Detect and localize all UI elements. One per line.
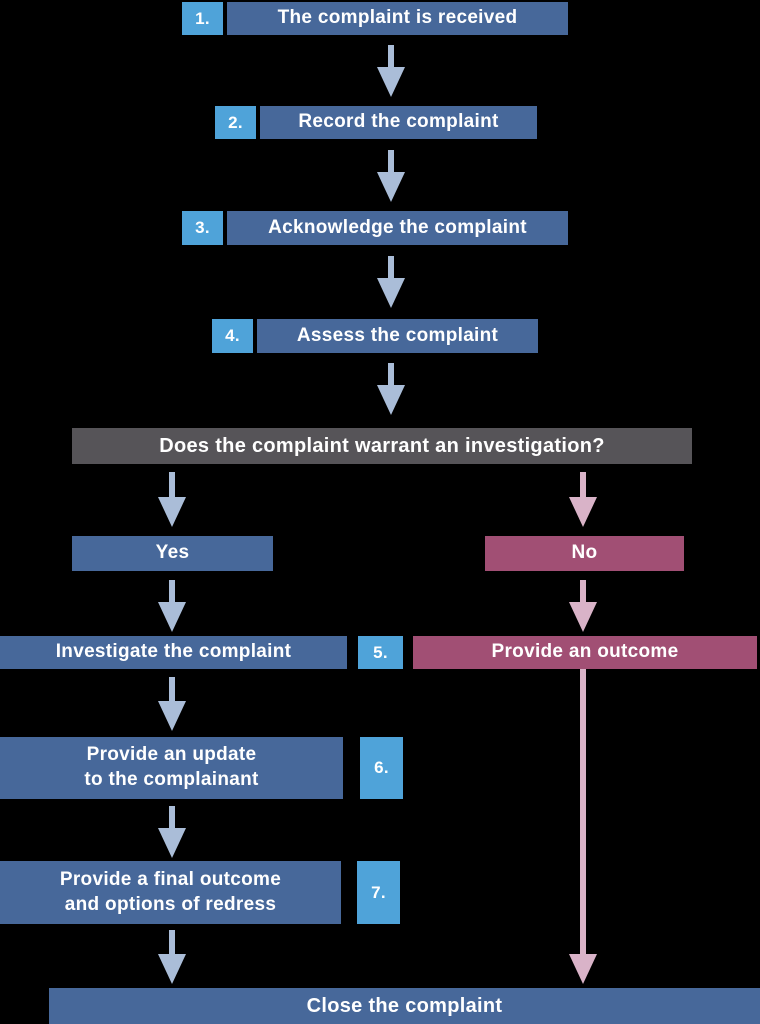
arrow-down-icon	[377, 256, 405, 308]
arrow-down-icon	[377, 150, 405, 202]
step-6-line2: to the complainant	[84, 769, 259, 790]
step-7-line1: Provide a final outcome	[59, 868, 282, 890]
step-2-number-badge: 2.	[215, 106, 256, 139]
step-4-number-badge: 4.	[212, 319, 253, 353]
step-4-box: Assess the complaint	[257, 319, 538, 353]
step-3-box: Acknowledge the complaint	[227, 211, 568, 245]
arrow-down-icon	[377, 363, 405, 415]
decision-question-box: Does the complaint warrant an investigat…	[72, 428, 692, 464]
step-6-box: Provide an update to the complainant	[0, 737, 343, 799]
step-3-number-badge: 3.	[182, 211, 223, 245]
decision-yes-box: Yes	[72, 536, 273, 571]
investigate-complaint-box: Investigate the complaint	[0, 636, 347, 669]
decision-no-box: No	[485, 536, 684, 571]
step-5-number-badge: 5.	[358, 636, 403, 669]
arrow-down-icon	[158, 580, 186, 632]
arrow-down-icon	[569, 669, 597, 984]
arrow-down-icon	[569, 472, 597, 527]
step-6-line1: Provide an update	[86, 744, 257, 766]
arrow-down-icon	[569, 580, 597, 632]
step-7-number-badge: 7.	[357, 861, 400, 924]
step-5-box: Provide an outcome	[413, 636, 757, 669]
arrow-down-icon	[377, 45, 405, 97]
step-1-box: The complaint is received	[227, 2, 568, 35]
arrow-down-icon	[158, 930, 186, 984]
close-complaint-box: Close the complaint	[49, 988, 760, 1024]
arrow-down-icon	[158, 806, 186, 858]
step-1-number-badge: 1.	[182, 2, 223, 35]
step-2-box: Record the complaint	[260, 106, 537, 139]
step-7-box: Provide a final outcome and options of r…	[0, 861, 341, 924]
step-7-line2: and options of redress	[64, 893, 277, 915]
arrow-down-icon	[158, 677, 186, 731]
arrow-down-icon	[158, 472, 186, 527]
step-6-number-badge: 6.	[360, 737, 403, 799]
